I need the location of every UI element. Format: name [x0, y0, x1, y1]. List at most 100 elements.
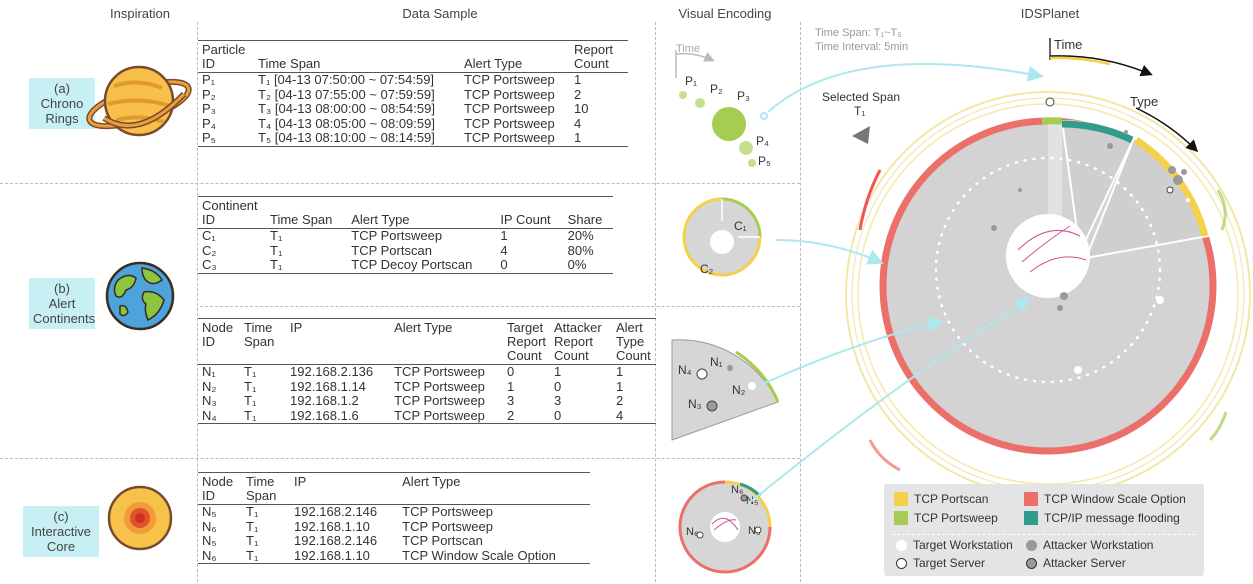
cell: P₅ [198, 130, 254, 147]
encoding-time-label: Time [676, 43, 700, 55]
label-letter: (a) [54, 81, 70, 96]
label-line: Interactive [31, 524, 91, 539]
header-visual-encoding: Visual Encoding [678, 6, 772, 21]
cell: T₅ [04-13 08:10:00 ~ 08:14:59] [254, 130, 460, 147]
cell: N₂ [202, 378, 217, 394]
selected-span-t: T₁ [854, 104, 865, 118]
cell: 0% [563, 257, 613, 274]
cell: TCP Decoy Portscan [347, 257, 497, 274]
particle-label: P₃ [737, 89, 750, 103]
cell: 192.168.1.14 [290, 378, 366, 394]
continent-label: C₂ [700, 262, 714, 276]
cell: T₄ [04-13 08:05:00 ~ 08:09:59] [258, 115, 435, 131]
col-header: Node ID [198, 472, 242, 505]
cell: TCP Portsweep [463, 101, 555, 116]
legend-target-server: Target Server [896, 556, 985, 570]
particle-p2 [695, 98, 705, 108]
cell: 192.168.2.146 [294, 533, 378, 548]
node-label: N₁ [710, 355, 723, 369]
chrono-ring-encoding: Time P₁ P₂ P₃ P₄ P₅ [675, 43, 771, 168]
legend-portsweep: TCP Portsweep [894, 511, 998, 525]
saturn-icon [86, 65, 192, 137]
label-alert-continents: (b) Alert Continents [29, 278, 95, 329]
cell: N₁ [202, 364, 216, 379]
cell: T₁ [04-13 07:50:00 ~ 07:54:59] [258, 72, 435, 87]
legend-label: Attacker Workstation [1043, 538, 1154, 552]
cell: 2 [502, 408, 550, 424]
separator [655, 22, 656, 582]
col-header: IP [290, 472, 399, 505]
label-line: Continents [33, 311, 96, 326]
col-header: Time Span [254, 40, 460, 73]
cell: 0 [506, 364, 515, 379]
cell: TCP Portscan [351, 242, 432, 258]
legend-attacker-server: Attacker Server [1026, 556, 1126, 570]
header-data-sample: Data Sample [402, 6, 478, 21]
cell: T₁ [270, 228, 283, 243]
cell: 4 [574, 115, 582, 131]
particle-p3 [712, 107, 746, 141]
label-line: Core [46, 539, 76, 554]
legend-label: Target Server [913, 556, 986, 570]
col-header: Time Span [240, 318, 286, 365]
cell: C₁ [202, 228, 216, 243]
cell: TCP Portsweep [463, 72, 555, 87]
cell: TCP Portsweep [351, 228, 443, 243]
legend-label: TCP Portscan [914, 492, 989, 506]
continent-label: C₁ [734, 219, 747, 233]
col-header: Time Span [266, 196, 348, 229]
col-header: Attacker Report Count [550, 318, 612, 365]
core-encoding: N₆ N₅ N₆ N₅ [678, 480, 772, 574]
cell: TCP Portsweep [459, 130, 570, 147]
planet-type-label: Type [1130, 94, 1158, 109]
core-node-label: N₆ [686, 526, 698, 538]
cell: 192.168.2.146 [294, 504, 378, 519]
legend: TCP Portscan TCP Window Scale Option TCP… [884, 484, 1204, 576]
cell: T₁ [246, 504, 259, 519]
separator [197, 22, 198, 582]
cell: TCP Portsweep [463, 86, 555, 102]
cell: TCP Portsweep [394, 378, 485, 394]
col-header: Particle ID [198, 40, 254, 73]
cell: TCP Portscan [402, 533, 483, 548]
legend-label: TCP Window Scale Option [1044, 492, 1186, 506]
particle-label: P₂ [710, 82, 723, 96]
target-workstation-icon [896, 539, 907, 551]
legend-attacker-ws: Attacker Workstation [1026, 538, 1153, 552]
cell: 0 [554, 378, 562, 394]
cell: 192.168.1.10 [290, 548, 399, 564]
earth-icon [105, 261, 175, 331]
separator [0, 183, 800, 184]
separator [800, 22, 801, 582]
particle-table: Particle ID Time Span Alert Type Report … [198, 40, 628, 147]
legend-label: Attacker Server [1043, 556, 1126, 570]
cell: N₅ [202, 533, 217, 548]
col-header: Alert Type [398, 472, 590, 505]
window-scale-swatch [1024, 492, 1038, 506]
attacker-server-icon [1026, 557, 1037, 569]
cell: N₆ [198, 548, 242, 564]
cell: 0 [550, 408, 612, 424]
label-line: Alert [48, 296, 76, 311]
cell: N₄ [198, 408, 240, 424]
cell: T₁ [244, 364, 257, 379]
node-encoding: N₁ N₂ N₃ N₄ [671, 339, 780, 441]
col-header: Alert Type [390, 318, 503, 365]
legend-divider [892, 534, 1196, 535]
legend-window-scale: TCP Window Scale Option [1024, 492, 1186, 506]
cell: 1 [616, 364, 624, 379]
cell: 192.168.2.136 [290, 364, 374, 379]
connector-arrows [747, 63, 1044, 505]
node-label: N₂ [732, 383, 746, 397]
cell: T₃ [04-13 08:00:00 ~ 08:54:59] [258, 101, 435, 116]
